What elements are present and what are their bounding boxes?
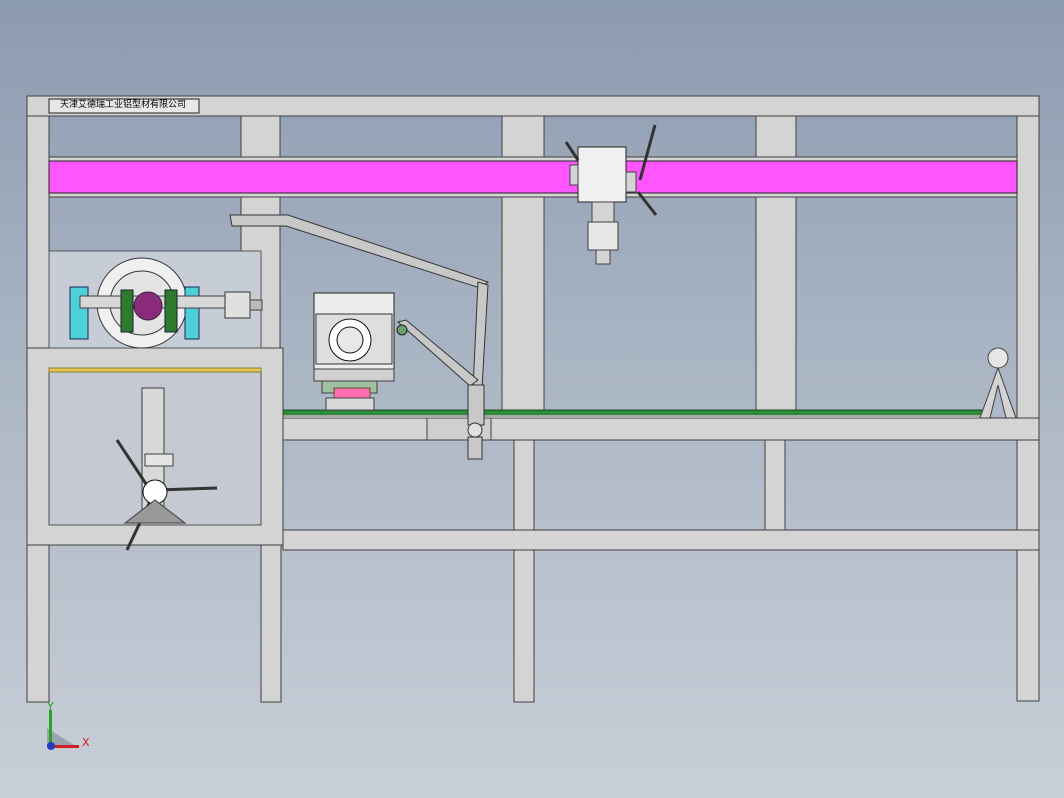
rotary-fixture xyxy=(48,250,263,349)
end-bracket xyxy=(979,347,1017,419)
company-name-label: 天津艾德瑞工业铝型材有限公司 xyxy=(60,100,187,110)
drill-head xyxy=(564,124,658,265)
axis-triad xyxy=(47,710,79,750)
handwheel xyxy=(115,439,218,551)
gearbox-unit xyxy=(313,292,408,411)
cable-arm xyxy=(229,214,490,460)
axis-x-label: X xyxy=(82,736,90,749)
magenta-beam xyxy=(48,160,1018,194)
left-cabinet xyxy=(26,347,284,546)
title-block xyxy=(48,98,200,114)
axis-y-label: Y xyxy=(47,700,54,713)
